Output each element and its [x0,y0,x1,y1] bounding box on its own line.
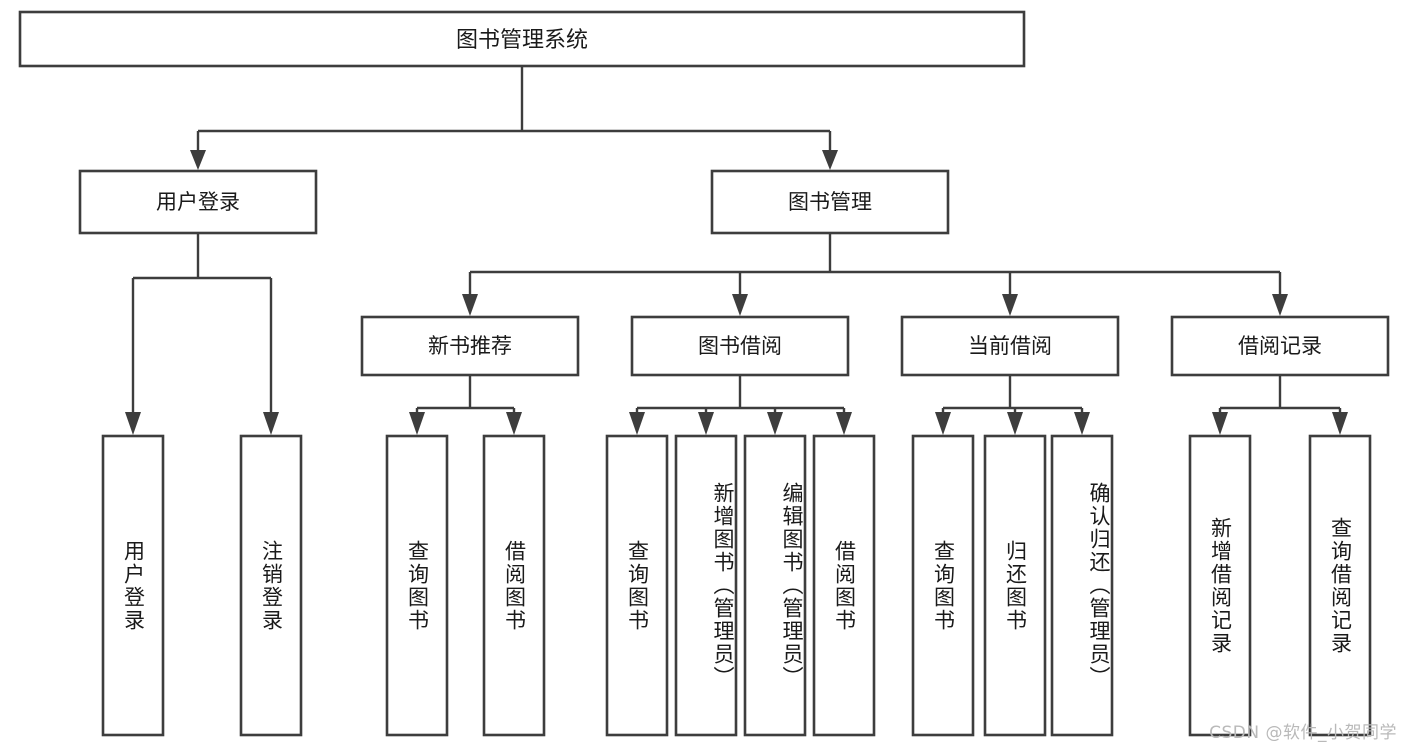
node-borrow-record-label: 借阅记录 [1238,334,1322,358]
arrow-leaf-borrow-book-1 [506,412,522,435]
arrow-to-user-login [190,150,206,170]
node-new-book-recommend-box[interactable] [360,315,580,377]
connector-group [125,66,1348,435]
arrow-leaf-confirm-return [1074,412,1090,435]
node-new-book-recommend[interactable]: 新书推荐 [360,315,580,377]
leaf-box-add-book[interactable] [674,434,738,737]
leaf-box-confirm-return[interactable] [1050,434,1114,737]
node-user-login[interactable]: 用户登录 [78,169,318,235]
arrow-leaf-query-record [1332,412,1348,435]
arrow-leaf-query-book-3 [935,412,951,435]
node-book-manage[interactable]: 图书管理 [710,169,950,235]
node-borrow-record[interactable]: 借阅记录 [1170,315,1390,377]
arrow-leaf-borrow-book-2 [836,412,852,435]
leaf-box-query-book-1[interactable] [385,434,449,737]
node-book-borrow-box[interactable] [630,315,850,377]
leaf-box-add-record[interactable] [1188,434,1252,737]
leaf-box-user-login[interactable] [101,434,165,737]
node-borrow-record-box[interactable] [1170,315,1390,377]
arrow-leaf-query-book-1 [409,412,425,435]
node-book-borrow[interactable]: 图书借阅 [630,315,850,377]
leaf-box-borrow-book-1[interactable] [482,434,546,737]
leaf-box-group [101,434,1372,737]
arrow-leaf-user-login [125,412,141,435]
node-root-box[interactable] [18,10,1026,68]
node-new-book-recommend-label: 新书推荐 [428,334,512,358]
leaf-box-edit-book[interactable] [743,434,807,737]
arrow-to-new-book [462,294,478,316]
arrow-leaf-logout-login [263,412,279,435]
node-book-borrow-label: 图书借阅 [698,334,782,358]
node-root-label: 图书管理系统 [456,28,588,53]
leaf-box-logout-login[interactable] [239,434,303,737]
arrow-leaf-add-record [1212,412,1228,435]
leaf-box-borrow-book-2[interactable] [812,434,876,737]
arrow-leaf-edit-book [767,412,783,435]
node-root[interactable]: 图书管理系统 [18,10,1026,68]
node-user-login-label: 用户登录 [156,190,240,214]
arrow-to-borrow-record [1272,294,1288,316]
node-current-borrow-label: 当前借阅 [968,334,1052,358]
arrow-to-current-borrow [1002,294,1018,316]
arrow-to-book-manage [822,150,838,170]
leaf-box-query-book-3[interactable] [911,434,975,737]
node-book-manage-label: 图书管理 [788,190,872,214]
node-current-borrow-box[interactable] [900,315,1120,377]
arrow-leaf-query-book-2 [629,412,645,435]
arrow-leaf-add-book [698,412,714,435]
leaf-box-query-record[interactable] [1308,434,1372,737]
leaf-box-query-book-2[interactable] [605,434,669,737]
node-user-login-box[interactable] [78,169,318,235]
arrow-to-book-borrow [732,294,748,316]
node-book-manage-box[interactable] [710,169,950,235]
csdn-watermark: CSDN @软件_小贺同学 [1209,723,1397,743]
leaf-box-return-book[interactable] [983,434,1047,737]
node-current-borrow[interactable]: 当前借阅 [900,315,1120,377]
arrow-leaf-return-book [1007,412,1023,435]
